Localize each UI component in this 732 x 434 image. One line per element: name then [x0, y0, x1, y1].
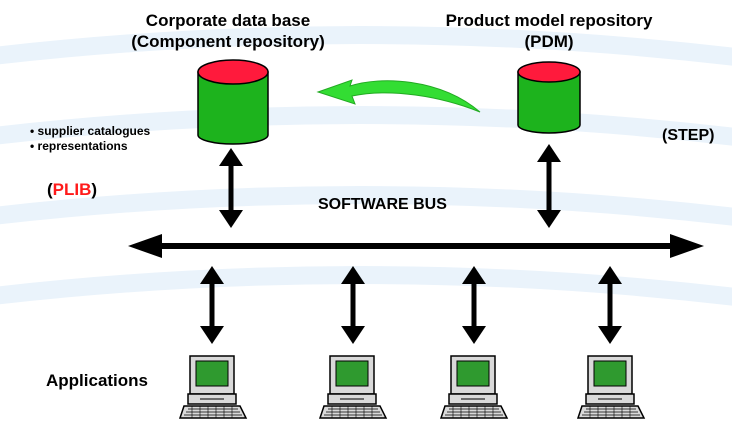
product-repo-title-line1: Product model repository — [445, 11, 653, 30]
bullet-representations: • representations — [30, 139, 128, 153]
corporate-db-title-line1: Corporate data base — [145, 11, 311, 30]
corporate-db-title-line2: (Component repository) — [131, 32, 325, 51]
computer-icon — [178, 355, 248, 419]
corporate-db-cylinder — [197, 59, 269, 145]
plib-name: PLIB — [52, 180, 92, 199]
plib-close-paren: ) — [91, 180, 98, 199]
bus-to-app-arrow-3 — [462, 266, 486, 344]
software-bus-label: SOFTWARE BUS — [318, 196, 447, 213]
repo-to-bus-arrow — [537, 144, 561, 228]
computer-icon — [318, 355, 388, 419]
plib-open-paren: ( — [47, 180, 53, 199]
bus-to-app-arrow-2 — [341, 266, 365, 344]
bullet-list: • supplier catalogues • representations — [30, 124, 150, 154]
plib-label: (PLIB) — [47, 180, 97, 200]
bullet-supplier-catalogues: • supplier catalogues — [30, 124, 151, 138]
product-repo-title: Product model repository (PDM) — [434, 10, 664, 52]
bus-to-app-arrow-4 — [598, 266, 622, 344]
bus-to-app-arrow-1 — [200, 266, 224, 344]
computer-icon — [576, 355, 646, 419]
product-repo-title-line2: (PDM) — [524, 32, 574, 51]
applications-label: Applications — [46, 371, 149, 390]
transfer-arrow — [316, 79, 481, 113]
computer-icon — [439, 355, 509, 419]
product-repo-cylinder — [517, 61, 581, 134]
software-bus — [128, 234, 704, 258]
corporate-db-title: Corporate data base (Component repositor… — [128, 10, 328, 52]
step-label: (STEP) — [662, 127, 715, 144]
db-to-bus-arrow — [219, 148, 243, 228]
